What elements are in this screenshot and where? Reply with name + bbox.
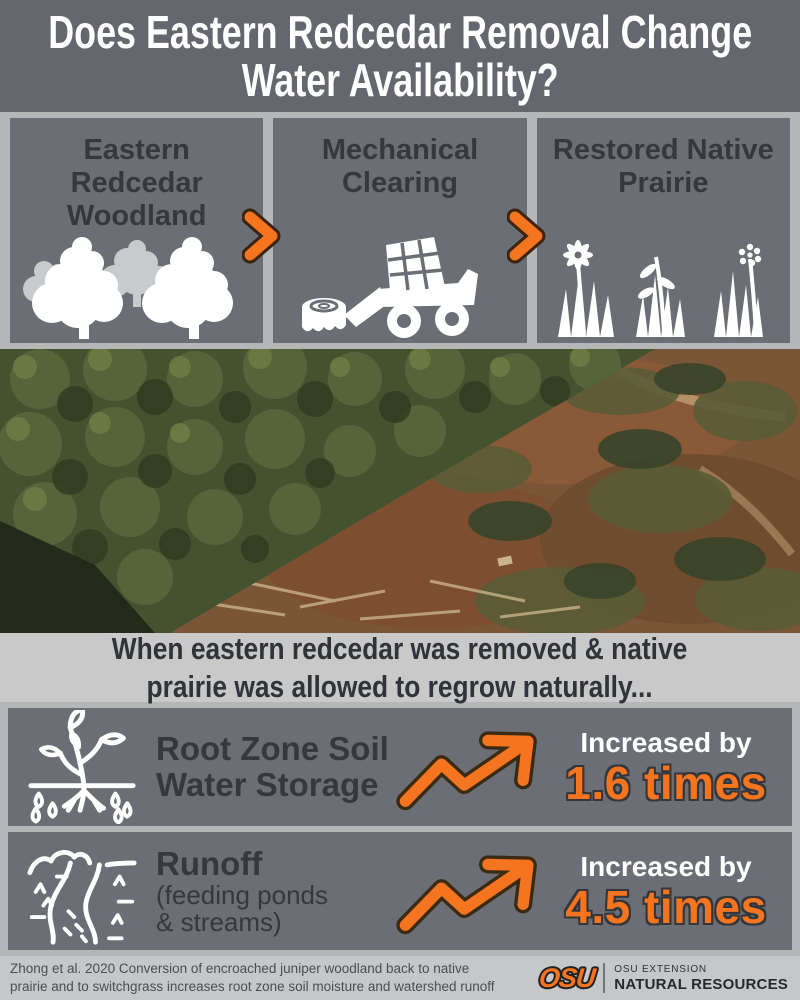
flow-step-clearing: Mechanical Clearing xyxy=(273,118,527,343)
increase-value: 4.5 times xyxy=(565,880,767,933)
cedar-trees-icon xyxy=(10,229,263,341)
prairie-plants-icon xyxy=(537,229,790,341)
increase-prefix: Increased by xyxy=(580,850,752,882)
transition-banner: When eastern redcedar was removed & nati… xyxy=(0,631,800,704)
result-text: Runoff (feeding ponds & streams) xyxy=(156,844,394,938)
title-banner: Does Eastern Redcedar Removal Change Wat… xyxy=(0,0,800,112)
process-flow: Eastern Redcedar Woodland xyxy=(0,112,800,349)
org-extension-label: OSU EXTENSION xyxy=(614,963,707,975)
arrow-right-icon xyxy=(241,208,282,266)
citation-text: Zhong et al. 2020 Conversion of encroach… xyxy=(10,961,495,994)
result-label: Runoff xyxy=(156,844,263,882)
step-label: Mechanical Clearing xyxy=(321,134,479,199)
step-label: Restored Native Prairie xyxy=(552,134,774,199)
result-sublabel: (feeding ponds & streams) xyxy=(156,879,329,938)
osu-logo: OSU xyxy=(537,962,596,993)
flow-step-woodland: Eastern Redcedar Woodland xyxy=(10,118,264,343)
page-title: Does Eastern Redcedar Removal Change Wat… xyxy=(48,5,752,106)
result-label: Root Zone Soil Water Storage xyxy=(156,729,389,803)
result-row-runoff: Runoff (feeding ponds & streams) Increas… xyxy=(8,832,792,950)
increase-callout: Increased by 4.5 times xyxy=(544,851,792,931)
flow-step-prairie: Restored Native Prairie xyxy=(536,118,790,343)
step-label: Eastern Redcedar Woodland xyxy=(66,134,207,232)
increase-callout: Increased by 1.6 times xyxy=(544,727,792,807)
result-text: Root Zone Soil Water Storage xyxy=(156,729,394,804)
increase-value: 1.6 times xyxy=(565,756,767,809)
skid-steer-icon xyxy=(273,229,526,341)
trend-up-arrow-icon xyxy=(394,719,544,815)
increase-prefix: Increased by xyxy=(580,726,752,758)
org-name-label: NATURAL RESOURCES xyxy=(614,975,788,993)
result-row-root-zone: Root Zone Soil Water Storage Increased b… xyxy=(8,708,792,826)
aerial-photo xyxy=(0,349,800,633)
arrow-right-icon xyxy=(506,208,547,266)
brand-divider xyxy=(603,963,606,993)
transition-text: When eastern redcedar was removed & nati… xyxy=(112,631,688,704)
footer: Zhong et al. 2020 Conversion of encroach… xyxy=(0,956,800,1000)
org-text: OSU EXTENSION NATURAL RESOURCES xyxy=(614,963,788,994)
brand-block: OSU OSU EXTENSION NATURAL RESOURCES xyxy=(537,962,790,994)
root-zone-icon xyxy=(8,710,156,824)
runoff-icon xyxy=(8,834,156,948)
trend-up-arrow-icon xyxy=(394,843,544,939)
